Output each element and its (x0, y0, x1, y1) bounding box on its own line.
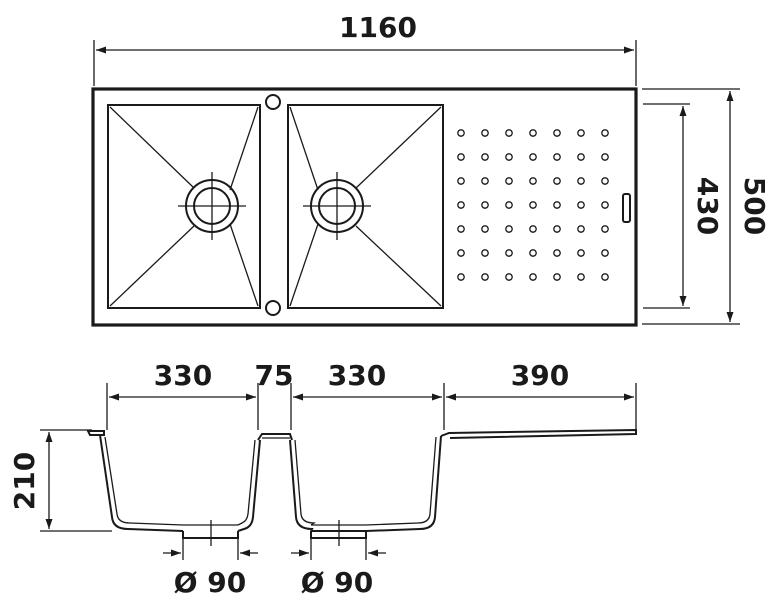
drainer-dot (577, 249, 585, 257)
left-bowl-outer-wall (99, 434, 184, 532)
drainer-dot (529, 225, 537, 233)
drainer-dot (457, 225, 465, 233)
drainer-dot (529, 201, 537, 209)
drainer-dot-grid (457, 129, 609, 281)
right-bowl-inner-wall (365, 436, 437, 526)
drainer-dot (601, 273, 609, 281)
drainer-board (440, 428, 637, 439)
drainer-width-label: 390 (511, 359, 569, 392)
left-bowl-rim (107, 104, 261, 309)
right-drain-diameter-label: Ø 90 (301, 566, 374, 599)
drain-height-label: 430 (691, 177, 724, 235)
bowl-depth-label: 210 (8, 452, 41, 510)
left-bowl-slope-line (229, 106, 259, 191)
drainer-dot (481, 129, 489, 137)
right-bowl-slope-line (289, 106, 319, 191)
left-bowl (107, 104, 261, 309)
overflow-hole-top (265, 94, 281, 110)
right-bowl-slope-line (355, 106, 442, 189)
drainer-slot (622, 193, 631, 223)
drainer-dot (529, 249, 537, 257)
drainer-dot (457, 177, 465, 185)
total-width-label: 1160 (339, 11, 417, 44)
drainer-dot (601, 153, 609, 161)
drainer-dot (601, 201, 609, 209)
left-lip (86, 430, 105, 436)
drainer-dot (457, 249, 465, 257)
drainer-dot (553, 201, 561, 209)
drainer-dot (553, 249, 561, 257)
right-bowl-outer-wall (289, 439, 314, 532)
drainer-dot (529, 177, 537, 185)
drainer-dot (505, 225, 513, 233)
left-bowl-slope-line (109, 225, 195, 307)
drainer-dot (553, 129, 561, 137)
drainer-dot (553, 225, 561, 233)
drainer-dot (553, 273, 561, 281)
drainer-dot (457, 153, 465, 161)
drainer-dot (601, 249, 609, 257)
left-bowl-slope-line (229, 223, 259, 307)
drainer-dot (481, 201, 489, 209)
drainer-dot (457, 129, 465, 137)
left-bowl-width-label: 330 (154, 359, 212, 392)
drainer-dot (481, 225, 489, 233)
drainer-dot (505, 129, 513, 137)
drainer-dot (481, 273, 489, 281)
sink-outline (91, 87, 638, 327)
drainer-dot (577, 273, 585, 281)
sink-cross-section (86, 428, 637, 546)
left-bowl-inner-wall (237, 439, 256, 526)
drainer-dot (529, 129, 537, 137)
top-view: 1160 (91, 11, 771, 327)
total-depth-label: 500 (738, 177, 771, 235)
center-bridge (257, 433, 293, 441)
right-bowl-width-label: 330 (328, 359, 386, 392)
drainer-dot (481, 153, 489, 161)
left-bowl-slope-line (109, 106, 195, 189)
drainer-dot (601, 177, 609, 185)
drainer-dot (577, 129, 585, 137)
drainer-dot (505, 177, 513, 185)
drainer-dot (529, 153, 537, 161)
right-bowl-slope-line (289, 223, 319, 307)
right-bowl-inner-wall (294, 439, 317, 526)
drainer-dot (553, 177, 561, 185)
drainer-dot (577, 201, 585, 209)
drainer-dot (577, 225, 585, 233)
section-view: 330 75 330 390 210 (8, 359, 637, 599)
right-drain-icon (303, 172, 371, 240)
drainer-dot (601, 225, 609, 233)
overflow-hole-bottom (265, 300, 281, 316)
left-drain-diameter-label: Ø 90 (174, 566, 247, 599)
drainer-dot (601, 129, 609, 137)
bowl-gap-label: 75 (255, 359, 294, 392)
left-bowl-outer-wall (237, 439, 261, 532)
drainer-dot (505, 201, 513, 209)
drainer-dot (577, 177, 585, 185)
drainer-dot (481, 177, 489, 185)
right-bowl (287, 104, 444, 309)
right-bowl-rim (287, 104, 444, 309)
drainer-dot (457, 273, 465, 281)
drainer-dot (505, 153, 513, 161)
drainer-dot (577, 153, 585, 161)
drainer-dot (529, 273, 537, 281)
drainer-dot (553, 153, 561, 161)
left-bowl-inner-wall (104, 436, 184, 526)
right-bowl-slope-line (355, 225, 442, 307)
drainer-dot (505, 273, 513, 281)
drainer-dot (457, 201, 465, 209)
drainer-dot (481, 249, 489, 257)
left-drain-icon (178, 172, 246, 240)
right-bowl-outer-wall (311, 435, 442, 532)
drainer-dot (505, 249, 513, 257)
